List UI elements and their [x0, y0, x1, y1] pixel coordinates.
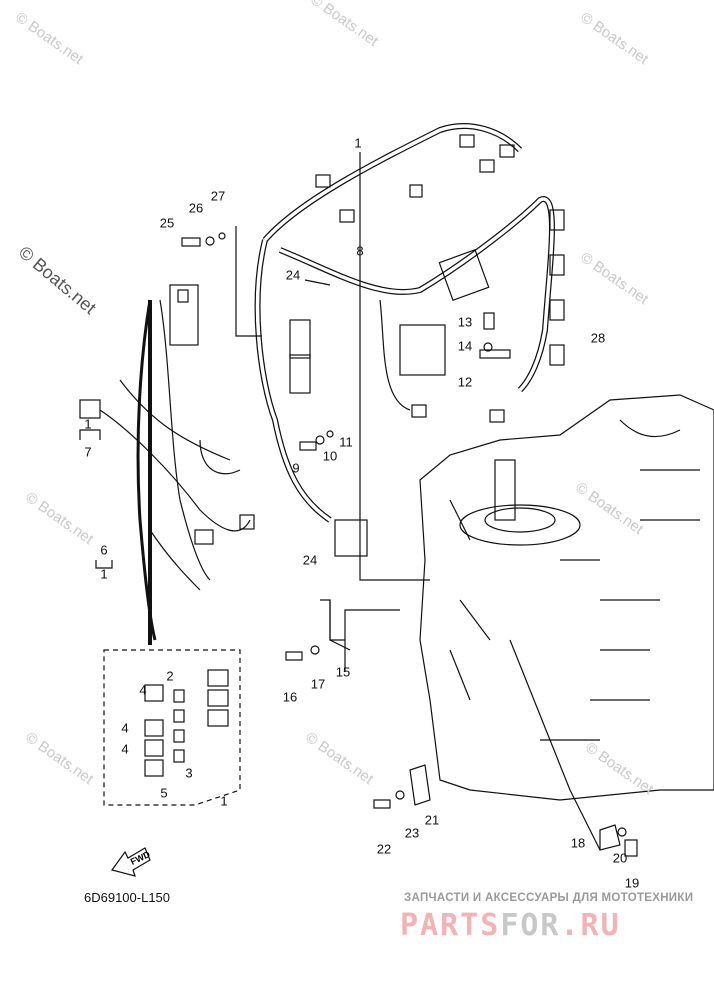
part-label: 21: [424, 812, 440, 828]
part-label: 27: [210, 188, 226, 204]
part-label: 24: [302, 552, 318, 568]
part-label: 7: [84, 444, 92, 460]
part-label: 3: [185, 765, 193, 781]
detail-inset: [79, 300, 241, 806]
part-label: 15: [335, 664, 351, 680]
part-label: 11: [339, 434, 353, 450]
part-label: 1: [84, 416, 92, 432]
drawing-code: 6D69100-L150: [84, 890, 171, 905]
part-label: 5: [160, 785, 168, 801]
part-label: 12: [457, 374, 473, 390]
part-label: 24: [285, 267, 301, 283]
part-label: 20: [612, 850, 628, 866]
part-label: 2: [166, 668, 174, 684]
part-label: 28: [590, 330, 606, 346]
logo-part: FOR: [500, 908, 561, 943]
part-label: 17: [310, 676, 326, 692]
part-label: 23: [404, 825, 420, 841]
wire-harness: [99, 123, 555, 641]
part-label: 4: [121, 720, 129, 736]
part-label: 18: [570, 835, 586, 851]
part-label: 1: [354, 135, 362, 151]
part-label: 13: [457, 314, 473, 330]
part-label: 1: [220, 793, 228, 809]
logo-part: PARTS: [400, 908, 501, 943]
connectors: [79, 134, 565, 557]
partsfor-logo: PARTSFOR.RU: [400, 908, 621, 943]
part-label: 1: [100, 566, 108, 582]
part-label: 26: [188, 200, 204, 216]
part-label: 9: [292, 460, 300, 476]
engine-block: [419, 394, 714, 801]
fwd-arrow-icon: [111, 847, 151, 877]
part-label: 19: [624, 875, 640, 891]
part-label: 14: [457, 338, 473, 354]
hardware: [181, 232, 638, 857]
logo-part: .RU: [560, 908, 621, 943]
footer-tagline: ЗАПЧАСТИ И АКСЕССУАРЫ ДЛЯ МОТОТЕХНИКИ: [404, 892, 694, 904]
part-label: 4: [121, 741, 129, 757]
part-label: 4: [139, 682, 147, 698]
part-label: 25: [159, 215, 175, 231]
part-label: 22: [376, 841, 392, 857]
part-label: 10: [322, 448, 338, 464]
part-label: 16: [282, 689, 298, 705]
part-label: 6: [100, 542, 108, 558]
part-label: 8: [356, 243, 364, 259]
